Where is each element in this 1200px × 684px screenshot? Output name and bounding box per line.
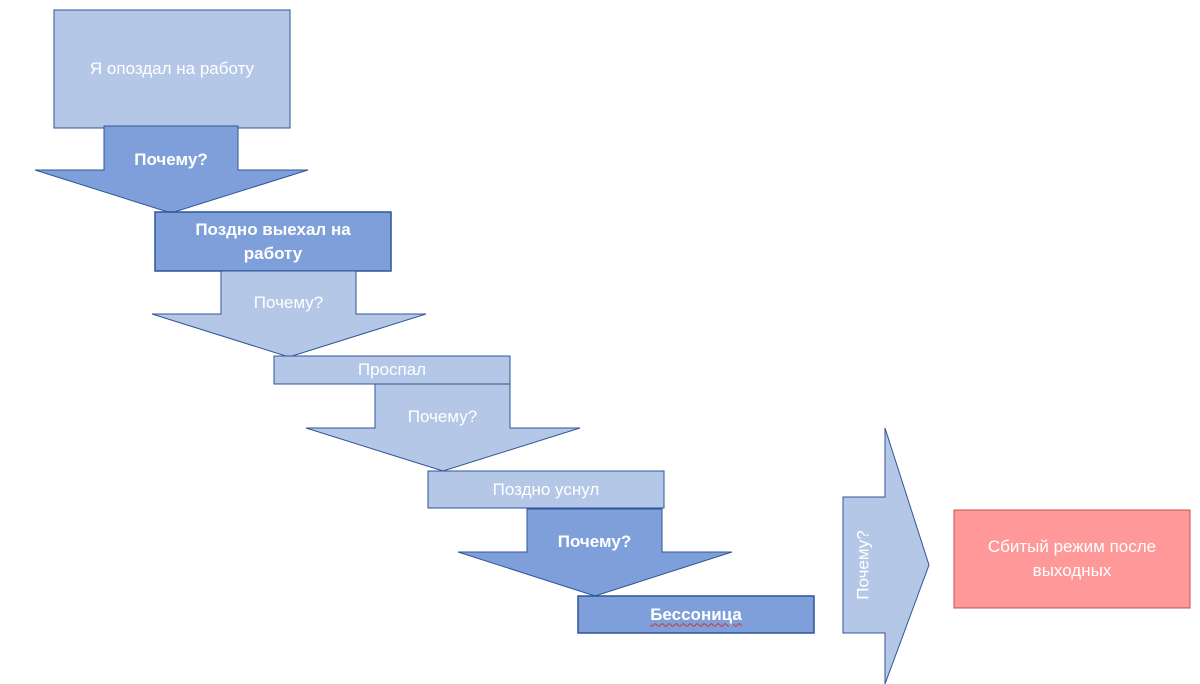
why-arrow-right (842, 427, 930, 684)
why-arrow-4 (457, 508, 733, 597)
why-arrow-3 (305, 383, 581, 472)
why-arrow-1 (34, 125, 309, 214)
step-box-3 (273, 355, 511, 385)
step-box-5 (577, 595, 815, 634)
step-box-1 (53, 9, 291, 129)
step-box-4 (427, 470, 665, 509)
root-cause-box (953, 509, 1191, 609)
step-box-2 (154, 211, 392, 272)
why-arrow-2 (151, 270, 427, 358)
